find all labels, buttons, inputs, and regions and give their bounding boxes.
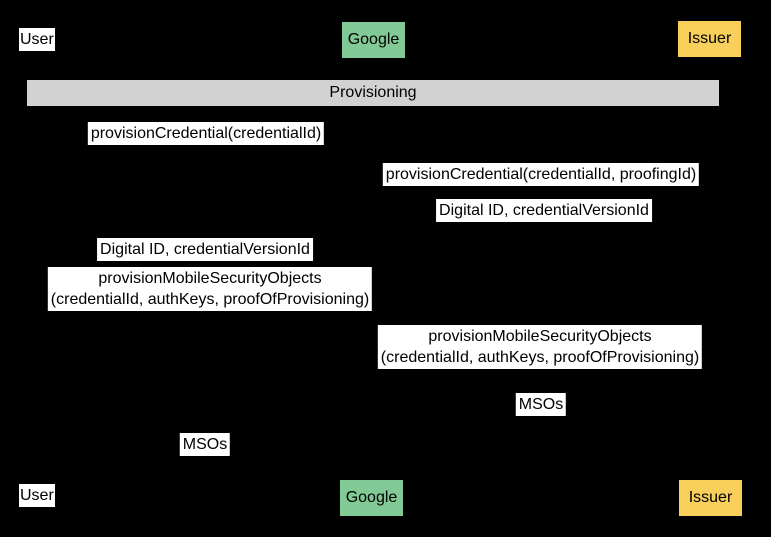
actor-issuer-top: Issuer [678,21,741,57]
message-line: (credentialId, authKeys, proofOfProvisio… [50,291,370,308]
message-provision-credential-user-to-google: provisionCredential(credentialId) [87,122,325,145]
message-line: provisionMobileSecurityObjects [98,270,322,287]
message-line: (credentialId, authKeys, proofOfProvisio… [380,349,700,366]
provisioning-band: Provisioning [27,80,719,106]
message-line: provisionMobileSecurityObjects [428,328,652,345]
message-digital-id-google-to-user: Digital ID, credentialVersionId [97,238,313,261]
message-msos-issuer-to-google: MSOs [515,393,567,416]
message-provision-credential-google-to-issuer: provisionCredential(credentialId, proofi… [382,163,700,186]
actor-user-top: User [19,28,55,51]
actor-user-bottom: User [19,484,55,507]
message-digital-id-issuer-to-google: Digital ID, credentialVersionId [436,199,652,222]
actor-google-bottom: Google [340,480,403,516]
message-provision-mso-google-to-issuer: provisionMobileSecurityObjects (credenti… [377,325,703,369]
message-provision-mso-user-to-google: provisionMobileSecurityObjects (credenti… [47,267,373,311]
message-msos-google-to-user: MSOs [179,433,231,456]
actor-issuer-bottom: Issuer [679,480,742,516]
actor-google-top: Google [342,22,405,58]
